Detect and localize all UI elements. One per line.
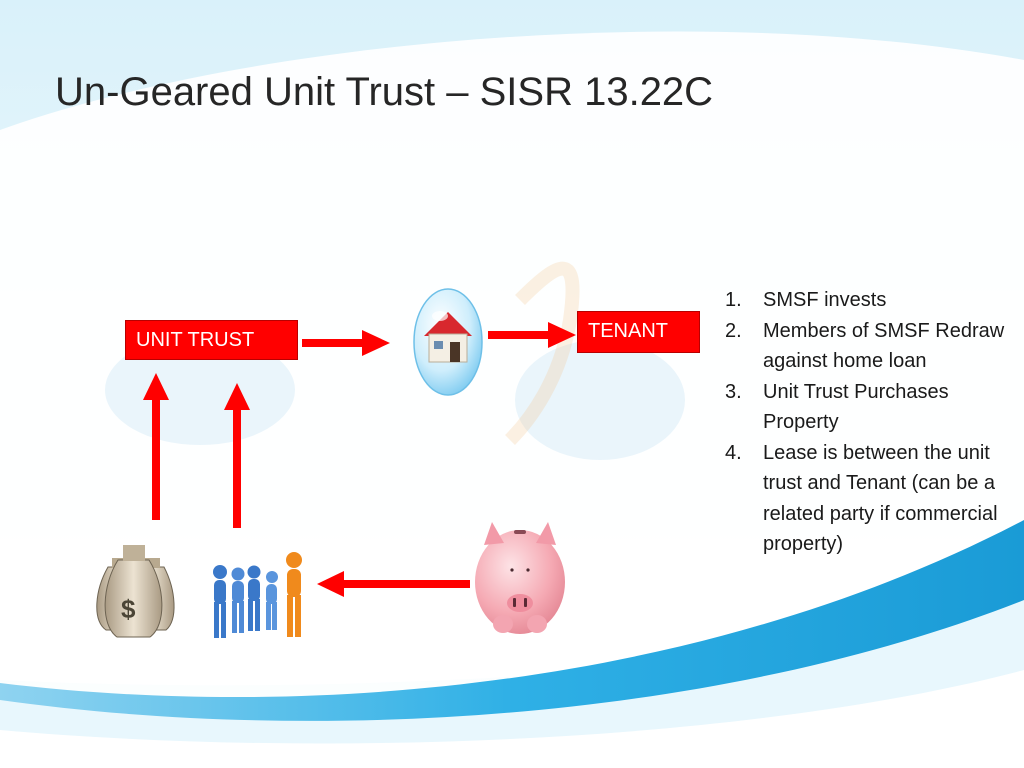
step-text: SMSF invests — [763, 289, 887, 311]
tenant-label: TENANT — [577, 311, 700, 353]
step-text: Lease is between the unit trust and Tena… — [763, 441, 998, 556]
arrow-members-to-unit-trust — [224, 383, 250, 528]
step-number: 2. — [725, 319, 742, 342]
arrow-piggy-to-members — [317, 571, 470, 597]
house-in-bubble-icon — [413, 288, 483, 396]
steps-list: 1. SMSF invests 2. Members of SMSF Redraw … — [722, 285, 1012, 560]
step-item: 1. SMSF invests — [722, 285, 1012, 316]
arrow-money-to-unit-trust — [143, 373, 169, 520]
money-bags-icon: $ $ $ — [96, 545, 175, 638]
step-number: 4. — [725, 441, 742, 464]
piggy-bank-icon — [475, 522, 565, 634]
step-text: Members of SMSF Redraw against home loan — [763, 319, 1005, 373]
arrow-house-to-tenant — [488, 322, 576, 348]
unit-trust-label: UNIT TRUST — [125, 320, 298, 360]
step-item: 3. Unit Trust Purchases Property — [722, 377, 1012, 438]
people-group-icon — [213, 552, 302, 638]
step-item: 2. Members of SMSF Redraw against home lo… — [722, 316, 1012, 377]
step-text: Unit Trust Purchases Property — [763, 380, 949, 434]
step-number: 3. — [725, 380, 742, 403]
arrow-unit-trust-to-house — [302, 330, 390, 356]
svg-text:$: $ — [121, 594, 136, 624]
step-number: 1. — [725, 289, 742, 311]
step-item: 4. Lease is between the unit trust and Te… — [722, 438, 1012, 560]
slide-title: Un-Geared Unit Trust – SISR 13.22C — [55, 70, 714, 114]
